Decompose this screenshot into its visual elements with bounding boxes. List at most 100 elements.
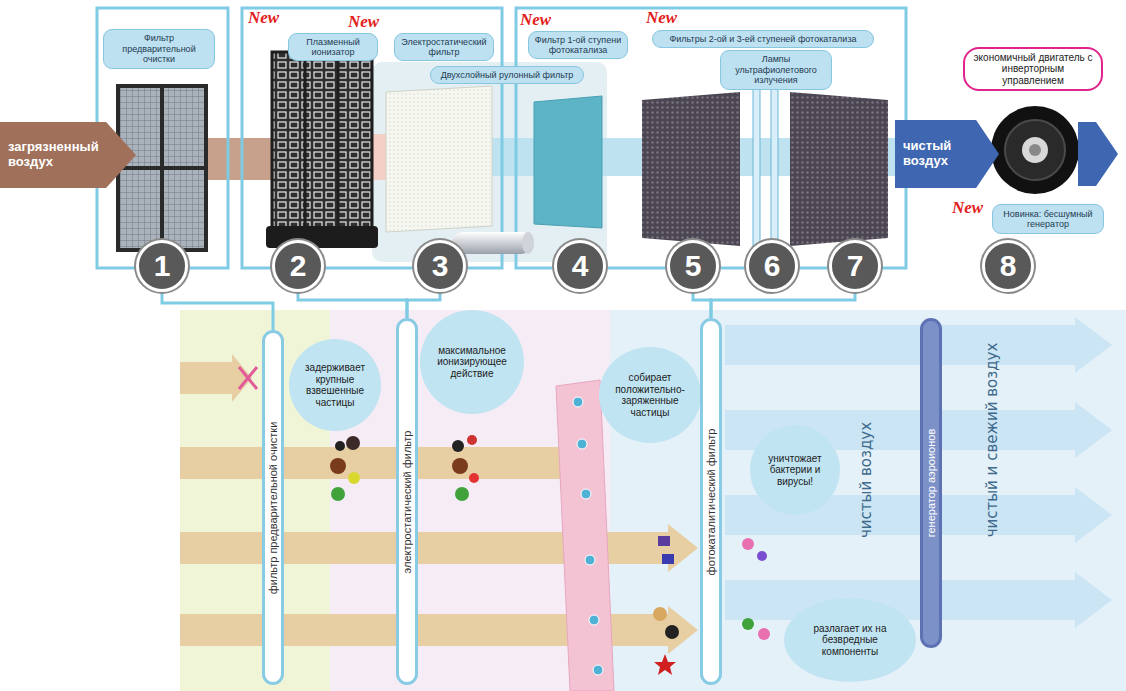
arrow-body xyxy=(895,120,999,188)
leader-connector xyxy=(711,292,855,318)
stage-pill: генератор аэроионов xyxy=(920,318,942,648)
uv-lamp xyxy=(753,84,760,252)
new-badge: New xyxy=(646,8,677,28)
part-tag: Лампы ультрафиолетового излучения xyxy=(720,50,832,89)
part-label: Электростатический фильтр xyxy=(400,37,488,58)
speech-bubble: разлагает их на безвредные компоненты xyxy=(784,598,916,682)
new-badge: New xyxy=(520,10,551,30)
part-label: Фильтр 1-ой ступени фотокатализа xyxy=(534,35,622,56)
air-band xyxy=(204,138,274,180)
speech-bubble: собирает положительно-заряженные частицы xyxy=(599,347,701,443)
fan xyxy=(1005,120,1065,180)
stage-label: фотокаталитический фильтр xyxy=(705,428,718,575)
fan xyxy=(991,106,1079,194)
part-tag: Фильтры 2-ой и 3-ей ступеней фотокатализ… xyxy=(652,30,874,48)
uv-lamp xyxy=(771,84,778,252)
part-label: экономичный двигатель с инверторным упра… xyxy=(973,52,1093,87)
outlet-arrow: чистый воздух xyxy=(895,120,999,188)
bubble-text: максимальное ионизирующее действие xyxy=(436,345,508,380)
bubble-text: разлагает их на безвредные компоненты xyxy=(804,623,896,658)
inlet-arrow: загрязненный воздух xyxy=(0,122,136,188)
callout-circle: 3 xyxy=(414,240,466,292)
clean-air-arrow xyxy=(725,572,1112,628)
photocatalyst-mesh xyxy=(790,92,888,246)
bubble-text: задерживает крупные взвешенные частицы xyxy=(303,362,367,408)
air-arrow xyxy=(180,606,698,654)
new-badge: New xyxy=(348,12,379,32)
part-tag: Плазменный ионизатор xyxy=(288,33,378,62)
new-badge: New xyxy=(248,8,279,28)
arrow-text: чистый воздух xyxy=(903,139,975,169)
ionizer xyxy=(272,52,372,228)
part-label: Двухслойный рулонный фильтр xyxy=(436,70,578,80)
roll-filter-panel xyxy=(372,62,607,262)
speech-bubble: задерживает крупные взвешенные частицы xyxy=(289,339,381,431)
photocatalyst-sheet xyxy=(534,96,602,228)
ionizer-frame xyxy=(305,52,338,228)
stop-cross xyxy=(239,367,257,389)
callout-number: 2 xyxy=(275,251,321,281)
callout-number: 1 xyxy=(139,251,185,281)
stage-label: фильтр предварительной очистки xyxy=(267,421,280,594)
part-tag: Двухслойный рулонный фильтр xyxy=(430,66,584,84)
callout-circle: 6 xyxy=(746,240,798,292)
fan-hub xyxy=(1022,137,1048,163)
part-tag: Электростатический фильтр xyxy=(394,33,494,62)
callout-circle: 7 xyxy=(829,240,881,292)
motor-tag: экономичный двигатель с инверторным упра… xyxy=(963,47,1103,92)
callout-circle: 5 xyxy=(667,240,719,292)
stage-label: генератор аэроионов xyxy=(925,429,938,538)
leader-connector xyxy=(298,292,407,318)
air-arrow xyxy=(180,524,698,572)
airflow-label: чистый и свежий воздух xyxy=(983,343,1001,538)
stage-label: электростатический фильтр xyxy=(401,430,414,573)
airflow-label: чистый воздух xyxy=(857,422,875,538)
bubble-text: уничтожает бактерии и вирусы! xyxy=(764,453,826,488)
electrostatic-sheet xyxy=(386,86,492,232)
callout-circle: 1 xyxy=(136,240,188,292)
callout-number: 3 xyxy=(417,251,463,281)
part-tag: Новинка: бесшумный генератор xyxy=(992,204,1104,234)
speech-bubble: максимальное ионизирующее действие xyxy=(420,310,524,414)
callout-number: 7 xyxy=(832,251,878,281)
prefilter xyxy=(118,86,206,250)
collector-strip xyxy=(556,380,614,691)
callout-circle: 8 xyxy=(982,240,1034,292)
group-outline xyxy=(242,8,502,268)
part-tag: Фильтр предварительной очистки xyxy=(103,29,215,68)
callout-circle: 2 xyxy=(272,240,324,292)
fan-hub xyxy=(1029,144,1041,156)
clean-air-arrow xyxy=(725,317,1112,373)
stage-pill: фотокаталитический фильтр xyxy=(700,318,722,685)
part-tag: Фильтр 1-ой ступени фотокатализа xyxy=(528,31,628,60)
speech-bubble: уничтожает бактерии и вирусы! xyxy=(750,425,840,515)
arrow-text: загрязненный воздух xyxy=(8,140,106,170)
leader-connector xyxy=(407,292,440,318)
leader-connector xyxy=(162,292,273,330)
air-arrow xyxy=(180,439,592,487)
part-label: Новинка: бесшумный генератор xyxy=(998,209,1098,230)
photocatalyst-mesh xyxy=(642,92,740,246)
new-badge: New xyxy=(952,198,983,218)
air-arrow xyxy=(180,354,252,402)
callout-number: 4 xyxy=(557,251,603,281)
callout-circle: 4 xyxy=(554,240,606,292)
filter-roll xyxy=(452,232,532,254)
callout-number: 8 xyxy=(985,251,1031,281)
callout-number: 6 xyxy=(749,251,795,281)
leader-connector xyxy=(693,292,711,318)
prefilter-frame xyxy=(118,86,206,250)
stage-pill: фильтр предварительной очистки xyxy=(262,330,284,685)
outlet-arrow-head xyxy=(1078,122,1118,186)
part-label: Фильтр предварительной очистки xyxy=(109,33,209,64)
part-label: Лампы ультрафиолетового излучения xyxy=(726,54,826,85)
ion-dots xyxy=(573,397,603,675)
group-outline xyxy=(516,8,906,268)
prefilter xyxy=(118,86,206,250)
bubble-text: собирает положительно-заряженные частицы xyxy=(614,372,686,418)
filter-roll xyxy=(522,232,534,254)
part-label: Плазменный ионизатор xyxy=(294,37,372,58)
